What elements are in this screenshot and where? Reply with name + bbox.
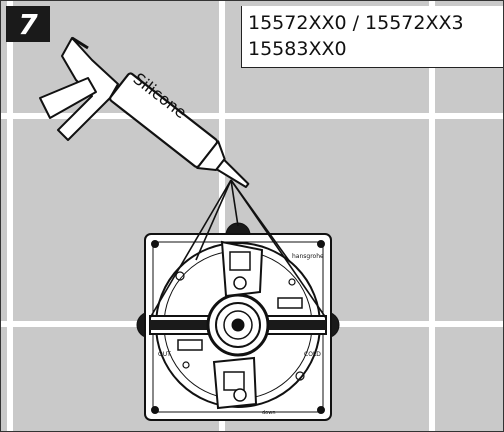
down-mark: down: [262, 410, 276, 416]
step-number: 7: [18, 7, 38, 41]
model-line-2: 15583XX0: [248, 38, 347, 60]
model-line-1: 15572XX0 / 15572XX3: [248, 12, 464, 34]
out-mark: OUT: [158, 351, 171, 358]
step-number-badge: 7: [6, 6, 50, 42]
model-number-box: 15572XX0 / 15572XX3 15583XX0: [241, 6, 504, 68]
cold-mark: COLD: [304, 351, 321, 358]
silicone-lines: [149, 179, 327, 319]
mixer-body: [136, 222, 340, 421]
caulking-gun: [39, 36, 250, 189]
brand-mark: hansgrohe: [292, 253, 324, 260]
